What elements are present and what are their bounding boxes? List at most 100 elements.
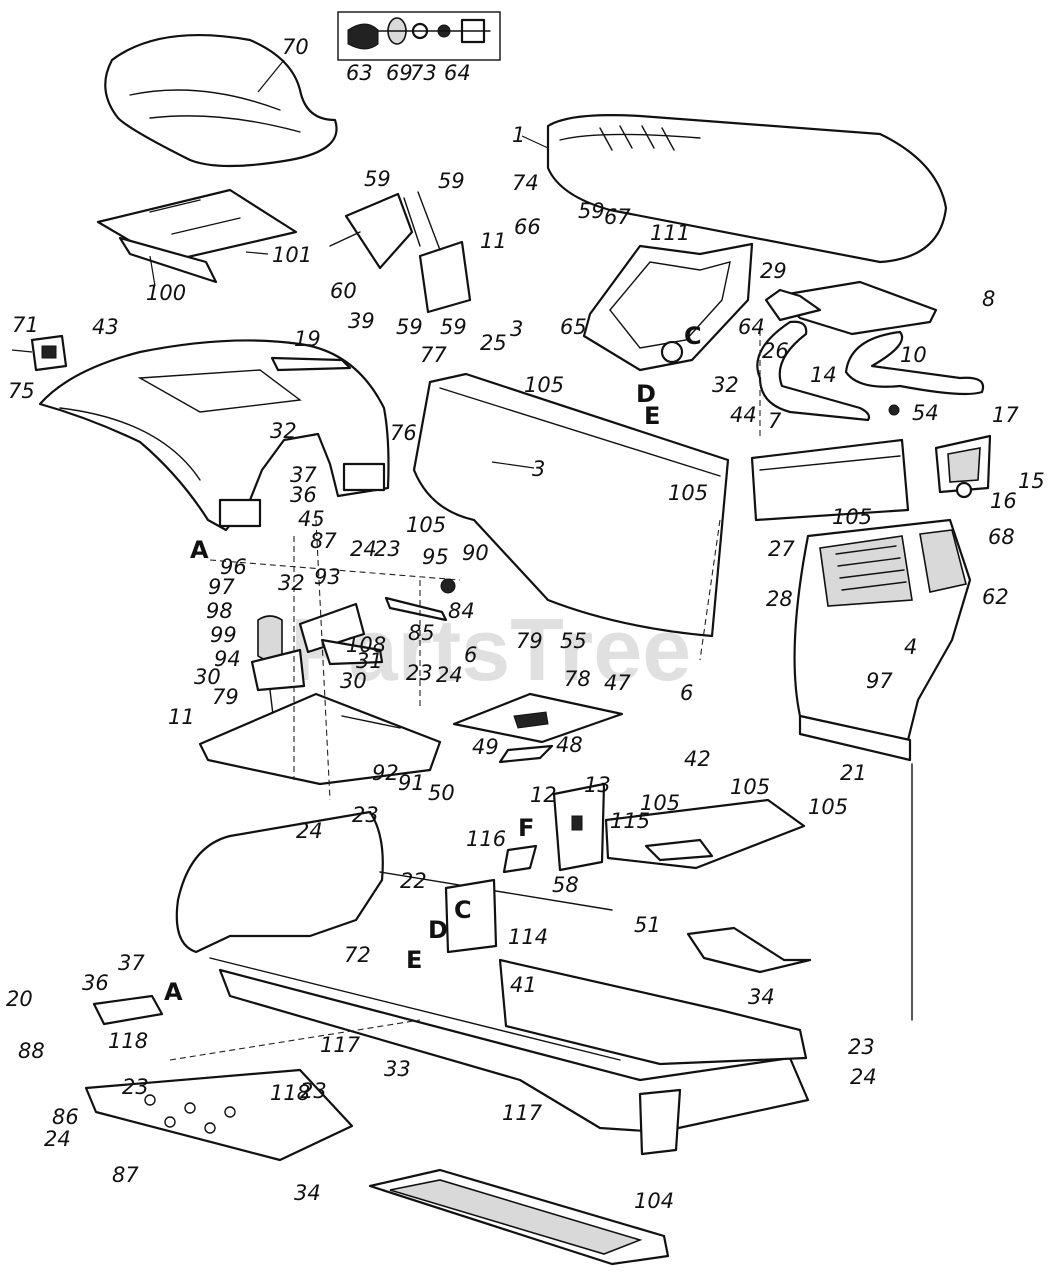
callout-54: 54 [912, 401, 939, 425]
callout-59-a: 59 [364, 167, 391, 191]
callout-23-low: 23 [352, 803, 379, 827]
chassis-part [175, 810, 810, 1156]
callout-71: 71 [12, 313, 39, 337]
callout-24-low: 24 [296, 819, 323, 843]
callout-99: 99 [210, 623, 237, 647]
callout-49: 49 [472, 735, 499, 759]
callout-98: 98 [206, 599, 233, 623]
callout-68: 68 [988, 525, 1015, 549]
callout-74: 74 [512, 171, 539, 195]
lever-cluster-part [329, 191, 472, 314]
callout-32-low: 32 [278, 571, 305, 595]
fender-part [38, 339, 390, 532]
callout-22: 22 [400, 869, 427, 893]
callout-73: 73 [410, 61, 437, 85]
callout-92: 92 [372, 761, 399, 785]
callout-23-foot: 23 [300, 1079, 327, 1103]
foot-plate-part [84, 1068, 354, 1162]
letter-references: A A C C D D E E F [164, 322, 702, 1006]
callout-118-a: 118 [108, 1029, 148, 1053]
callout-77: 77 [420, 343, 447, 367]
callout-117-a: 117 [320, 1033, 361, 1057]
grille-part [793, 518, 972, 1021]
callout-63: 63 [346, 61, 373, 85]
callout-64-mid: 64 [738, 315, 765, 339]
callout-17: 17 [992, 403, 1019, 427]
callout-97-right: 97 [866, 669, 893, 693]
callout-62: 62 [982, 585, 1009, 609]
letter-e-low: E [406, 946, 422, 974]
callout-31: 31 [356, 649, 383, 673]
letter-a-top: A [190, 536, 209, 564]
callout-11-mid: 11 [168, 705, 195, 729]
callout-105-a: 105 [524, 373, 564, 397]
callout-105-f: 105 [640, 791, 680, 815]
callout-42: 42 [684, 747, 711, 771]
callout-24-top: 24 [350, 537, 377, 561]
callout-84: 84 [448, 599, 475, 623]
callout-114: 114 [508, 925, 548, 949]
callout-26: 26 [762, 339, 789, 363]
callout-50: 50 [428, 781, 455, 805]
callout-105-e: 105 [730, 775, 770, 799]
plate-42-part [604, 798, 806, 870]
callout-15: 15 [1018, 469, 1045, 493]
callout-105-c: 105 [406, 513, 446, 537]
callout-79-b: 79 [212, 685, 239, 709]
hood-part [521, 114, 948, 264]
callout-59-b: 59 [438, 169, 465, 193]
callout-24-right: 24 [850, 1065, 877, 1089]
callout-34-left: 34 [294, 1181, 321, 1205]
callout-34-right: 34 [748, 985, 775, 1009]
callout-93: 93 [314, 565, 341, 589]
callout-111: 111 [650, 221, 690, 245]
mat-part [368, 1168, 670, 1266]
callout-86: 86 [52, 1105, 79, 1129]
callout-21: 21 [840, 761, 867, 785]
callout-95: 95 [422, 545, 449, 569]
callout-27: 27 [768, 537, 795, 561]
callout-36-top: 36 [290, 483, 317, 507]
switch-part [11, 334, 68, 372]
letter-c-low: C [454, 896, 472, 924]
callout-105-b: 105 [668, 481, 708, 505]
callout-59-e: 59 [440, 315, 467, 339]
callout-32-mid: 32 [712, 373, 739, 397]
callout-105-d: 105 [832, 505, 872, 529]
callout-79-a: 79 [516, 629, 543, 653]
callout-36-low: 36 [82, 971, 109, 995]
callout-47: 47 [604, 671, 631, 695]
callout-91: 91 [398, 771, 425, 795]
callout-115: 115 [610, 809, 650, 833]
callout-108: 108 [346, 633, 386, 657]
callout-105-g: 105 [808, 795, 848, 819]
callout-37-low: 37 [118, 951, 145, 975]
callout-100: 100 [146, 281, 186, 305]
letter-a-low: A [164, 978, 183, 1006]
callout-96: 96 [220, 555, 247, 579]
part-callouts: 70 63 69 73 64 1 59 59 74 59 67 66 101 1… [6, 35, 1045, 1213]
callout-13: 13 [584, 773, 611, 797]
callout-43: 43 [92, 315, 119, 339]
callout-59-d: 59 [396, 315, 423, 339]
letter-f: F [518, 814, 534, 842]
callout-37-top: 37 [290, 463, 317, 487]
callout-104: 104 [634, 1189, 674, 1213]
callout-23-top: 23 [374, 537, 401, 561]
callout-11-top: 11 [480, 229, 507, 253]
callout-30-left: 30 [194, 665, 221, 689]
assembly-lines [169, 330, 761, 1061]
callout-76: 76 [390, 421, 417, 445]
callout-60: 60 [330, 279, 357, 303]
bracket-88-part [92, 994, 164, 1026]
callout-69: 69 [386, 61, 413, 85]
plate-22-part [444, 878, 498, 954]
callout-6-b: 6 [680, 681, 693, 705]
callout-10: 10 [900, 343, 927, 367]
callout-59-c: 59 [578, 199, 605, 223]
step-right-part [686, 926, 812, 974]
callout-16: 16 [990, 489, 1017, 513]
seat-part [104, 33, 338, 168]
callout-87-top: 87 [310, 529, 337, 553]
